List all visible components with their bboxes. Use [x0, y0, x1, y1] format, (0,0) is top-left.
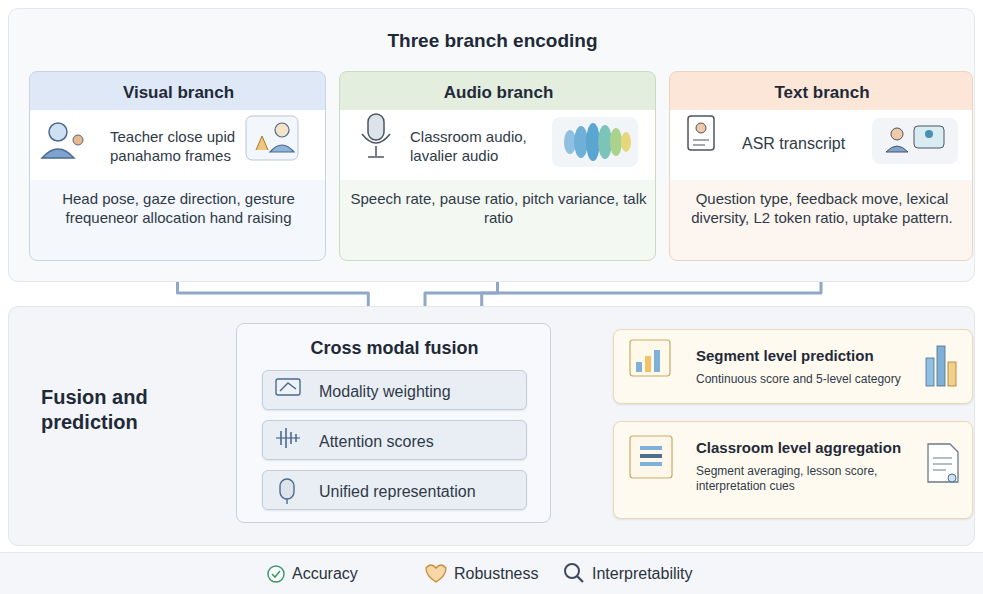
node-title: Text branch [670, 82, 974, 103]
branch-card: Text branchASR transcriptQuestion type, … [669, 71, 973, 261]
node-title: Segment level prediction [696, 347, 926, 366]
panel: Three branch encodingVisual branchTeache… [8, 8, 975, 282]
fusion-box: Cross modal fusionModality weightingAtte… [236, 323, 551, 523]
magnifier-icon [565, 564, 583, 582]
fusion-item: Modality weighting [262, 370, 527, 410]
teacher-icon [42, 123, 83, 158]
node-title: Modality weighting [319, 382, 519, 402]
fusion-item: Unified representation [262, 470, 527, 510]
output-box: Segment level predictionContinuous score… [613, 329, 973, 404]
node-body: Speech rate, pause ratio, pitch variance… [350, 190, 647, 228]
dialogue-icon [872, 118, 958, 164]
node-body: Segment averaging, lesson score, interpr… [696, 464, 916, 494]
node-title: Audio branch [340, 82, 657, 103]
node-title: Fusion and prediction [41, 385, 201, 435]
weighting-icon [276, 379, 300, 395]
quality-label: Accuracy [292, 565, 358, 583]
branch-card: Audio branchClassroom audio, lavalier au… [339, 71, 656, 261]
aggregation-icon [630, 436, 672, 478]
node-title: Classroom level aggregation [696, 439, 926, 458]
node-body: Head pose, gaze direction, gesture frequ… [40, 190, 317, 228]
node-body: Classroom audio, lavalier audio [410, 128, 550, 166]
node-title: Attention scores [319, 432, 519, 452]
waveform-icon [552, 117, 638, 167]
representation-icon [280, 479, 294, 504]
node-body: Teacher close upid panahamo frames [110, 128, 240, 166]
output-box: Classroom level aggregationSegment avera… [613, 421, 973, 519]
quality-label: Interpretability [592, 565, 693, 583]
microphone-icon [362, 114, 390, 157]
node-body: Question type, feedback move, lexical di… [680, 190, 964, 228]
quality-label: Robustness [454, 565, 539, 583]
heart-shield-icon [426, 565, 446, 582]
panorama-icon [246, 116, 298, 160]
chart-doc-icon [630, 340, 670, 376]
fusion-item: Attention scores [262, 420, 527, 460]
node-title: Unified representation [319, 482, 519, 502]
bar-chart-icon [926, 346, 956, 386]
transcript-icon [688, 116, 714, 150]
node-body: ASR transcript [742, 134, 862, 154]
node-title: Visual branch [30, 82, 327, 103]
document-icon [928, 444, 958, 482]
attention-icon [276, 428, 300, 448]
panel: Fusion and prediction Cross modal fusionM… [8, 306, 975, 546]
branch-card: Visual branchTeacher close upid panahamo… [29, 71, 326, 261]
node-body: Continuous score and 5-level category [696, 372, 936, 387]
node-title: Three branch encoding [9, 29, 976, 53]
check-icon [268, 566, 284, 582]
node-title: Cross modal fusion [237, 337, 552, 360]
